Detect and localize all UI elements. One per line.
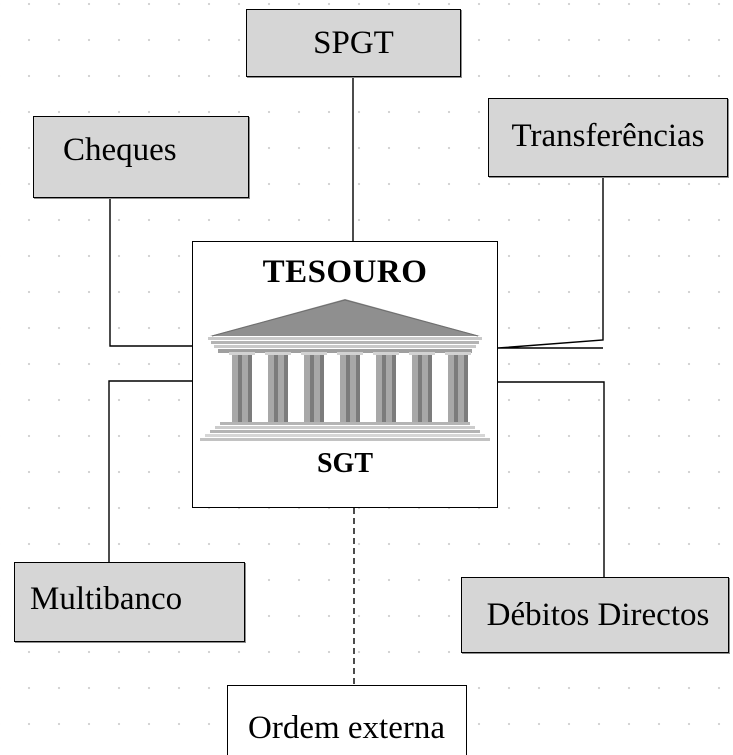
- node-spgt-label: SPGT: [313, 24, 394, 61]
- node-debitos-directos-label: Débitos Directos: [486, 596, 710, 633]
- node-debitos-directos: Débitos Directos: [461, 577, 729, 653]
- temple-columns-icon: [200, 299, 490, 441]
- connector-transferencias: [497, 177, 604, 349]
- node-transferencias-label: Transferências: [511, 118, 705, 154]
- center-node-tesouro: TESOURO: [192, 241, 498, 508]
- node-cheques-label: Cheques: [63, 131, 177, 168]
- node-cheques: Cheques: [33, 116, 249, 198]
- connector-debitos-directos: [498, 381, 605, 577]
- temple-column-group: [229, 352, 471, 422]
- center-subtitle: SGT: [316, 448, 374, 479]
- connector-cheques: [109, 198, 192, 347]
- connector-multibanco: [108, 380, 192, 562]
- node-multibanco-label: Multibanco: [30, 580, 183, 617]
- center-title: TESOURO: [262, 254, 428, 290]
- node-ordem-externa: Ordem externa: [227, 685, 467, 755]
- node-transferencias: Transferências: [488, 98, 728, 177]
- node-spgt: SPGT: [246, 9, 461, 77]
- node-ordem-externa-label: Ordem externa: [248, 710, 445, 746]
- node-multibanco: Multibanco: [14, 562, 245, 642]
